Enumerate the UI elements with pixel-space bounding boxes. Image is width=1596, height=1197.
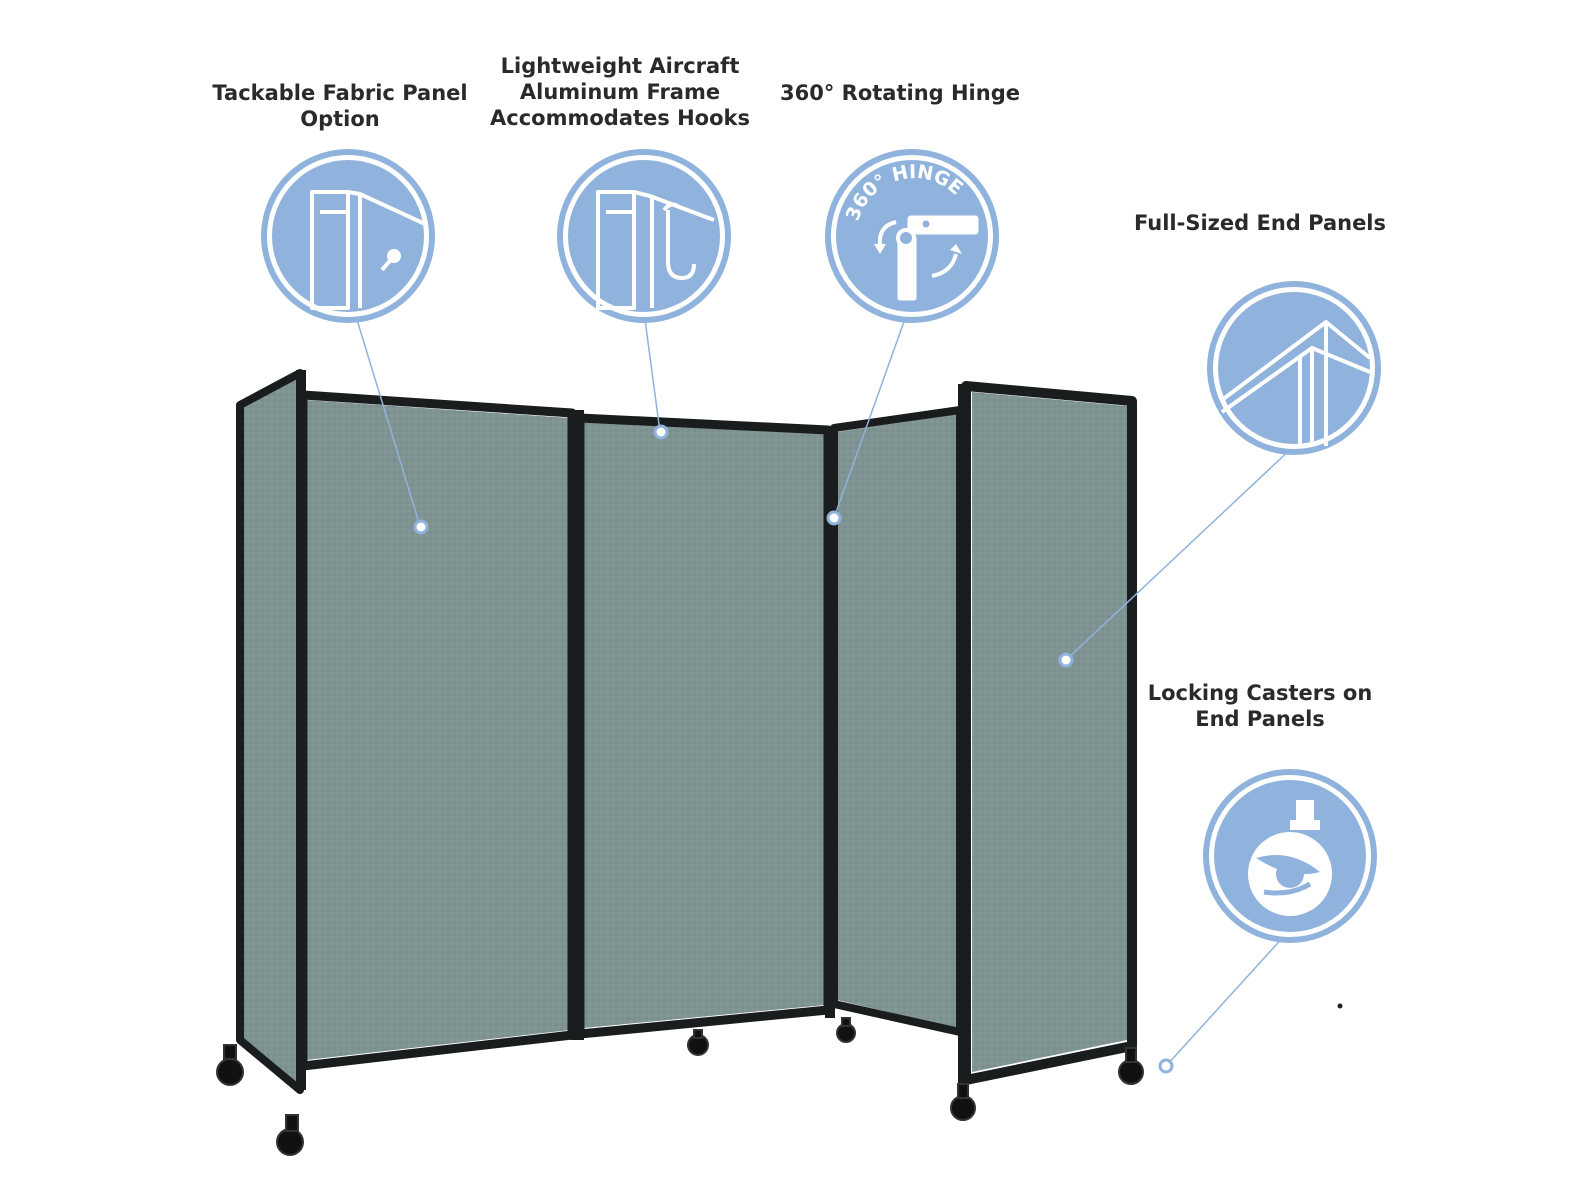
feature-label-endpanel: Full-Sized End Panels (1133, 211, 1387, 235)
leader-lines (353, 309, 1295, 1067)
feature-label-fabric: Tackable Fabric Panel Option (212, 81, 468, 131)
feature-label-hinge: 360° Rotating Hinge (780, 81, 1020, 105)
divider-panel-right-end (961, 381, 1137, 1085)
divider-panel-4 (830, 406, 964, 1036)
divider-panel-left-end (236, 369, 304, 1094)
leader-dots (413, 424, 1174, 1074)
feature-label-frame: Lightweight Aircraft Aluminum Frame Acco… (490, 54, 750, 130)
feature-label-casters: Locking Casters on End Panels (1147, 681, 1373, 731)
caster-wheels (216, 1017, 1144, 1156)
divider-panel-2 (298, 390, 577, 1071)
divider-panel-3 (575, 413, 833, 1039)
rotating-hinge-icon: 360° HINGE (825, 149, 999, 323)
hinge-posts (296, 370, 968, 1090)
end-panel-corner-icon (1207, 281, 1381, 455)
pushpin-fabric-icon (261, 149, 435, 323)
speck-mark (1337, 1003, 1343, 1009)
frame-hook-icon (557, 149, 731, 323)
locking-caster-icon (1203, 769, 1377, 943)
